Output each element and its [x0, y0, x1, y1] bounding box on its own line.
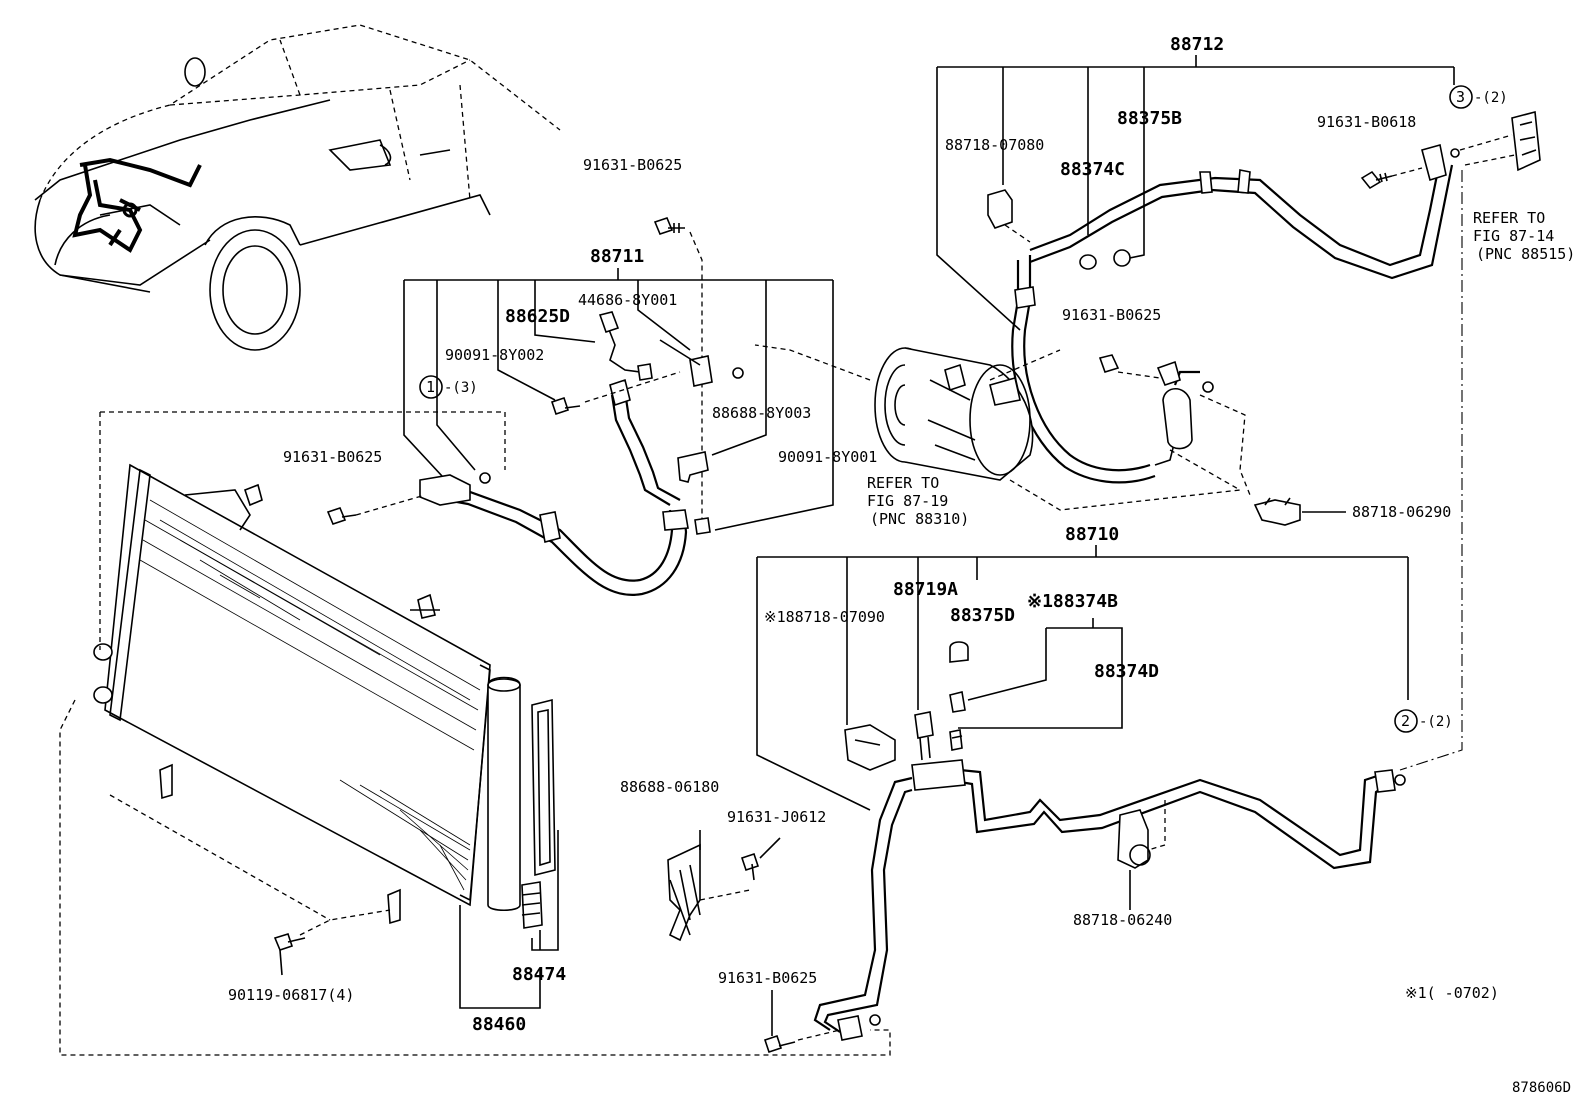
bracket-88711	[403, 268, 834, 531]
label-90119-06817: 90119-06817(4)	[228, 986, 354, 1004]
label-91631-b0625-left: 91631-B0625	[283, 448, 382, 466]
refer-fig-87-14-line1: REFER TO	[1473, 209, 1545, 227]
label-90091-8y002: 90091-8Y002	[445, 346, 544, 364]
label-88718-06290: 88718-06290	[1352, 503, 1451, 521]
callout-1-number: 1	[426, 378, 435, 396]
callout-2-quantity: -(2)	[1419, 714, 1453, 730]
label-88711: 88711	[590, 246, 644, 267]
callout-3: 3	[1449, 85, 1473, 109]
label-88718-07090: ※188718-07090	[764, 608, 885, 626]
suction-hose-88712	[987, 143, 1460, 484]
label-88625d: 88625D	[505, 306, 570, 327]
label-88688-06180: 88688-06180	[620, 778, 719, 796]
ac-compressor	[754, 344, 1241, 511]
liquid-tube-88710	[667, 641, 1406, 1054]
refer-fig-87-14-line3: (PNC 88515)	[1476, 245, 1575, 263]
bracket-88474	[531, 830, 559, 951]
applicability-note: ※1( -0702)	[1405, 984, 1499, 1002]
figure-id: 878606D	[1512, 1080, 1571, 1096]
callout-2: 2	[1394, 709, 1418, 733]
discharge-hose-88711	[326, 217, 744, 596]
car-outline-illustration	[34, 24, 561, 351]
label-88374d: 88374D	[1094, 661, 1159, 682]
callout-3-quantity: -(2)	[1474, 90, 1508, 106]
label-88688-8y003: 88688-8Y003	[712, 404, 811, 422]
label-88712: 88712	[1170, 34, 1224, 55]
label-88374b: ※188374B	[1027, 591, 1118, 612]
callout-1: 1	[419, 375, 443, 399]
bracket-88460	[459, 905, 541, 1009]
refer-fig-87-19-line1: REFER TO	[867, 474, 939, 492]
bracket-88710	[756, 545, 1409, 811]
label-88375d: 88375D	[950, 605, 1015, 626]
callout-1-quantity: -(3)	[444, 380, 478, 396]
label-91631-j0612: 91631-J0612	[727, 808, 826, 826]
expansion-valve-icon	[1399, 110, 1541, 771]
callout-3-number: 3	[1456, 88, 1465, 106]
clamp-88718-06290	[1253, 497, 1346, 526]
label-88460: 88460	[472, 1014, 526, 1035]
label-91631-b0618: 91631-B0618	[1317, 113, 1416, 131]
refer-fig-87-19-line2: FIG 87-19	[867, 492, 948, 510]
label-90091-8y001: 90091-8Y001	[778, 448, 877, 466]
label-88710: 88710	[1065, 524, 1119, 545]
label-88718-06240: 88718-06240	[1073, 911, 1172, 929]
label-88375b: 88375B	[1117, 108, 1182, 129]
label-88718-07080: 88718-07080	[945, 136, 1044, 154]
label-91631-b0625-right: 91631-B0625	[1062, 306, 1161, 324]
label-88719a: 88719A	[893, 579, 958, 600]
label-88474: 88474	[512, 964, 566, 985]
callout-2-number: 2	[1401, 712, 1410, 730]
label-44686-8y001: 44686-8Y001	[578, 291, 677, 309]
condenser-88460	[59, 411, 891, 1056]
liquid-line-filter	[1098, 354, 1251, 496]
refer-fig-87-14-line2: FIG 87-14	[1473, 227, 1554, 245]
refer-fig-87-19-line3: (PNC 88310)	[870, 510, 969, 528]
label-91631-b0625-top: 91631-B0625	[583, 156, 682, 174]
label-88374c: 88374C	[1060, 159, 1125, 180]
label-91631-b0625-bottom: 91631-B0625	[718, 969, 817, 987]
